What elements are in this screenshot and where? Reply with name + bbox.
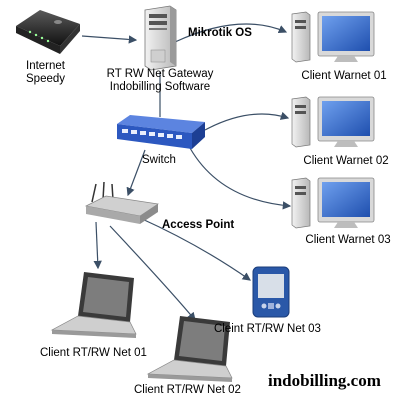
link-ap-laptop02 — [109, 225, 196, 321]
gateway-label-line1: RT RW Net Gateway — [106, 68, 214, 80]
client-rtrw-02-label: Client RT/RW Net 02 — [134, 384, 241, 396]
desktop-client-icon — [291, 177, 375, 229]
switch-icon — [117, 115, 205, 149]
switch-label: Switch — [142, 154, 176, 166]
modem-icon — [16, 10, 80, 54]
modem-label-line1: Internet — [26, 60, 65, 72]
mikrotik-label: Mikrotik OS — [188, 27, 252, 39]
access-point-label: Access Point — [162, 219, 235, 231]
desktop-client-icon — [291, 11, 375, 63]
client-rtrw-03-label: Cleint RT/RW Net 03 — [214, 323, 321, 335]
link-switch-clientwarnet02 — [204, 111, 290, 131]
client-warnet-02-label: Client Warnet 02 — [303, 155, 389, 167]
laptop-icon — [146, 316, 233, 382]
server-tower-icon — [144, 5, 177, 71]
laptop-icon — [50, 272, 137, 338]
connection-lines — [81, 23, 292, 321]
gateway-label-line2: Indobilling Software — [109, 81, 211, 93]
link-gateway-clientwarnet01 — [174, 23, 288, 43]
link-ap-laptop01 — [93, 221, 102, 270]
gateway-label: RT RW Net Gateway Indobilling Software — [107, 68, 214, 94]
link-ap-pda — [139, 217, 251, 281]
brand-watermark: indobilling.com — [268, 371, 381, 390]
access-point-icon — [84, 181, 159, 224]
client-warnet-03-label: Client Warnet 03 — [305, 234, 391, 246]
desktop-client-icon — [291, 96, 375, 148]
link-modem-gateway — [81, 35, 138, 44]
link-switch-clientwarnet03 — [189, 147, 292, 210]
pda-icon — [252, 266, 290, 318]
modem-label-line2: Speedy — [26, 73, 66, 85]
client-warnet-01-label: Client Warnet 01 — [301, 70, 387, 82]
client-rtrw-01-label: Client RT/RW Net 01 — [40, 347, 147, 359]
modem-label: Internet Speedy — [26, 60, 65, 86]
link-switch-accesspoint — [126, 149, 146, 197]
